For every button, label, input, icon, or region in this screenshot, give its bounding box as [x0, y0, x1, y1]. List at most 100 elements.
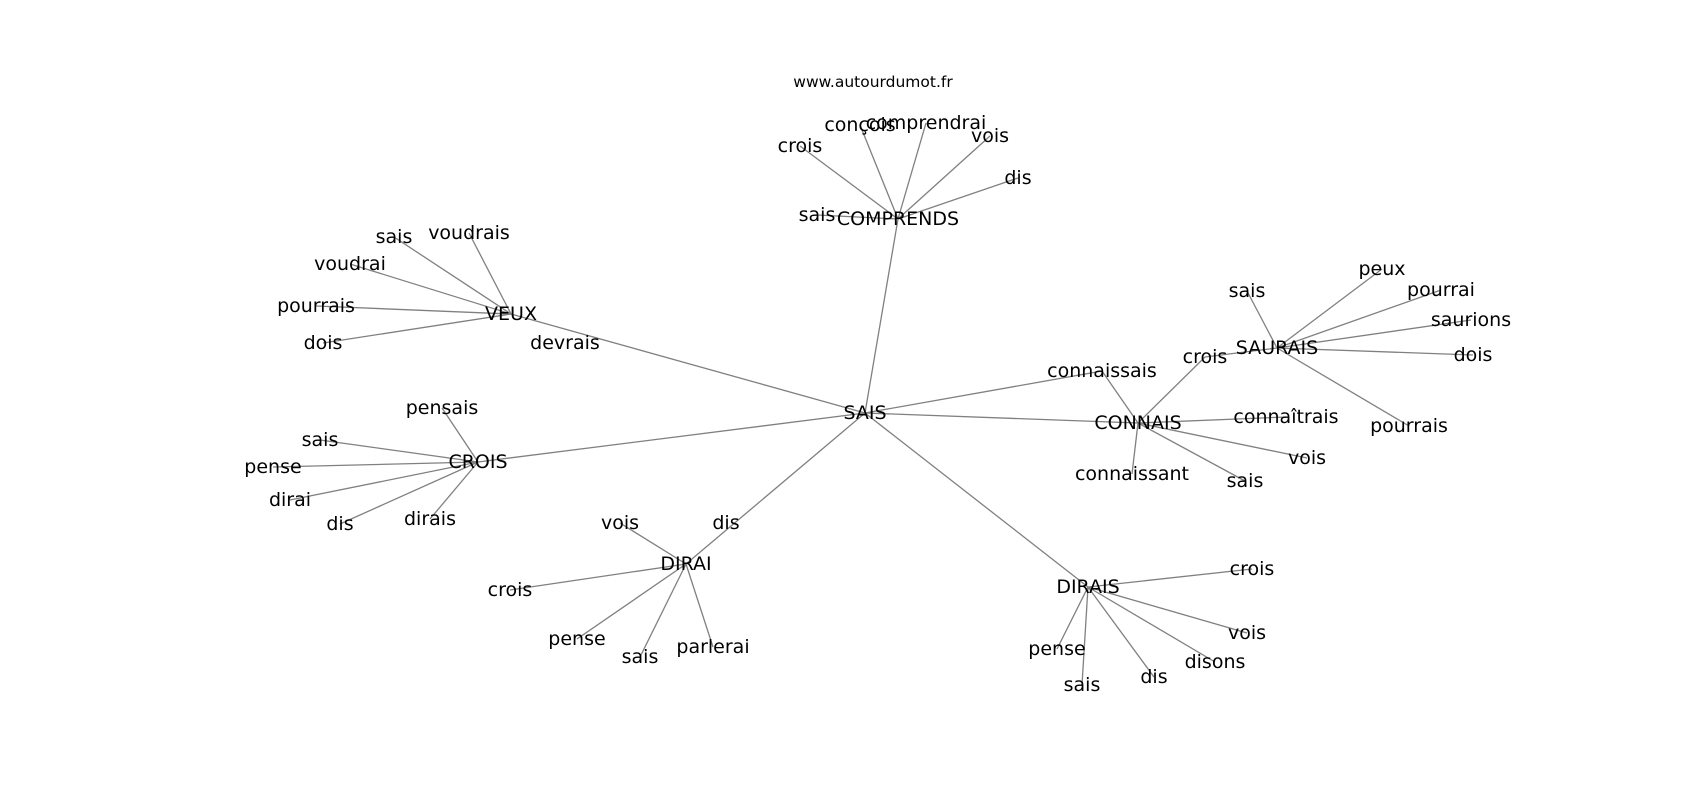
node-label-dirais-dis: dis — [1140, 666, 1167, 688]
node-label-comprends: COMPRENDS — [837, 208, 959, 230]
edge-saurais-to-saurais-peux — [1276, 268, 1383, 349]
node-label-crois-dirais: dirais — [404, 508, 456, 530]
node-label-comprends-concois: conçois — [824, 114, 895, 136]
edge-connais-to-connais-connaissais — [1101, 370, 1139, 424]
edge-sais-to-dirais — [864, 412, 1089, 588]
node-label-dirai-crois: crois — [488, 579, 533, 601]
node-label-connais-connaissais: connaissais — [1047, 360, 1157, 382]
edge-connais-to-connais-sais — [1137, 422, 1246, 482]
node-label-crois-pense: pense — [244, 456, 301, 478]
edge-connais-to-connais-connaissant — [1131, 422, 1139, 475]
node-label-veux-voudrai: voudrai — [314, 253, 386, 275]
edge-comprends-to-comprends-dis — [897, 177, 1019, 220]
node-label-saurais-crois: crois — [1183, 346, 1228, 368]
edge-saurais-to-saurais-pourrais — [1276, 347, 1410, 427]
edge-sais-to-comprends — [864, 218, 899, 414]
edge-sais-to-connais-connaissais — [864, 370, 1103, 414]
node-label-saurais-saurions: saurions — [1431, 309, 1511, 331]
edge-sais-to-crois — [477, 412, 866, 463]
edge-comprends-to-comprends-vois — [897, 135, 991, 220]
node-label-saurais-pourrais: pourrais — [1370, 415, 1448, 437]
edge-sais-to-dirai — [685, 412, 866, 565]
edge-dirai-to-dirai-sais — [639, 563, 687, 658]
node-label-comprends-comprendrai: comprendrai — [866, 112, 987, 134]
edge-veux-to-veux-dois — [322, 313, 512, 344]
node-label-connais: CONNAIS — [1094, 412, 1181, 434]
edge-veux-to-veux-pourrais — [315, 305, 512, 315]
edge-sais-to-connais — [864, 412, 1139, 424]
node-label-crois-dirai: dirai — [269, 489, 311, 511]
node-label-dirai-dis: dis — [712, 512, 739, 534]
node-label-veux-pourrais: pourrais — [277, 295, 355, 317]
node-label-saurais-dois: dois — [1454, 344, 1493, 366]
edge-veux-to-veux-sais — [393, 236, 512, 315]
node-label-dirais-pense: pense — [1028, 638, 1085, 660]
edge-dirais-to-dirais-vois — [1087, 586, 1248, 634]
node-label-dirais-sais: sais — [1064, 674, 1101, 696]
edge-crois-to-crois-dis — [339, 461, 479, 525]
edge-sais-to-veux — [510, 313, 866, 414]
node-label-saurais-sais: sais — [1229, 280, 1266, 302]
edge-connais-to-saurais-crois — [1137, 356, 1206, 424]
edge-comprends-to-comprends-sais — [816, 214, 899, 220]
edge-crois-to-crois-pense — [272, 461, 479, 468]
node-label-comprends-dis: dis — [1004, 167, 1031, 189]
node-label-dirai: DIRAI — [660, 553, 711, 575]
edge-saurais-to-saurais-saurions — [1276, 319, 1472, 349]
edge-veux-to-veux-voudrai — [349, 263, 512, 315]
edge-saurais-to-saurais-dois — [1276, 347, 1474, 356]
edge-dirai-to-dirai-parlerai — [685, 563, 714, 648]
edge-dirai-to-dirai-pense — [576, 563, 687, 640]
edge-connais-to-connais-connaitrais — [1137, 416, 1287, 424]
node-label-connais-connaitrais: connaîtrais — [1233, 406, 1338, 428]
node-label-veux-sais: sais — [376, 226, 413, 248]
edge-crois-to-crois-dirais — [429, 461, 479, 520]
node-label-dirai-pense: pense — [548, 628, 605, 650]
edge-saurais-to-saurais-sais — [1246, 290, 1278, 349]
edge-crois-to-crois-sais — [319, 439, 479, 463]
edges-layer — [272, 122, 1474, 686]
edge-veux-to-veux-voudrais — [468, 232, 512, 315]
node-label-dirais: DIRAIS — [1056, 576, 1119, 598]
node-label-dirais-vois: vois — [1228, 622, 1266, 644]
node-label-saurais-peux: peux — [1358, 258, 1405, 280]
node-label-veux-devrais: devrais — [530, 332, 600, 354]
node-label-comprends-sais: sais — [799, 204, 836, 226]
edge-comprends-to-comprends-crois — [799, 145, 899, 220]
node-label-connais-connaissant: connaissant — [1075, 463, 1189, 485]
edge-crois-to-crois-dirai — [289, 461, 479, 501]
node-label-crois-pensais: pensais — [406, 397, 479, 419]
edge-dirais-to-dirais-crois — [1087, 568, 1253, 588]
edge-saurais-to-saurais-pourrai — [1276, 289, 1442, 349]
node-label-saurais: SAURAIS — [1236, 337, 1318, 359]
node-label-dirais-crois: crois — [1230, 558, 1275, 580]
edge-dirai-to-dirai-vois — [619, 522, 687, 565]
node-label-dirais-disons: disons — [1185, 651, 1246, 673]
node-label-veux-dois: dois — [304, 332, 343, 354]
node-label-saurais-pourrai: pourrai — [1407, 279, 1475, 301]
node-label-connais-vois: vois — [1288, 447, 1326, 469]
node-label-comprends-vois: vois — [971, 125, 1009, 147]
watermark-text: www.autourdumot.fr — [793, 73, 953, 91]
node-label-crois-sais: sais — [302, 429, 339, 451]
edge-dirais-to-dirais-dis — [1087, 586, 1155, 678]
edge-comprends-to-comprends-concois — [859, 124, 899, 220]
edge-dirais-to-dirais-disons — [1087, 586, 1216, 663]
node-label-dirai-sais: sais — [622, 646, 659, 668]
edge-dirais-to-dirais-sais — [1081, 586, 1089, 686]
edge-dirai-to-dirai-crois — [509, 563, 687, 591]
edge-saurais-to-saurais-crois — [1204, 347, 1278, 358]
node-label-dirai-parlerai: parlerai — [676, 636, 749, 658]
edge-connais-to-connais-vois — [1137, 422, 1308, 459]
node-label-connais-sais: sais — [1227, 470, 1264, 492]
labels-layer: SAISCOMPRENDSsaiscroisconçoiscomprendrai… — [244, 112, 1511, 696]
edge-crois-to-crois-pensais — [441, 407, 479, 463]
node-label-dirai-vois: vois — [601, 512, 639, 534]
edge-comprends-to-comprends-comprendrai — [897, 122, 927, 220]
node-label-veux-voudrais: voudrais — [428, 222, 510, 244]
node-label-crois: CROIS — [448, 451, 507, 473]
node-label-sais: SAIS — [843, 402, 886, 424]
node-label-crois-dis: dis — [326, 513, 353, 535]
node-label-comprends-crois: crois — [778, 135, 823, 157]
